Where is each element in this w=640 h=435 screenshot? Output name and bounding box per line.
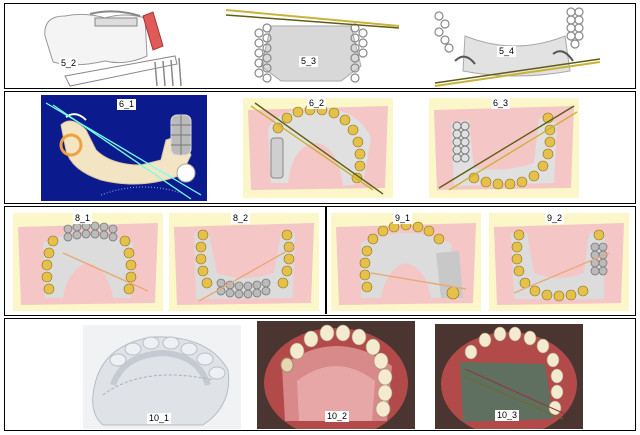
figure-6-1: 6_1 [41, 95, 207, 201]
row-3: 8_1 8_2 [4, 206, 636, 316]
figure-label-9-2: 9_2 [545, 213, 565, 224]
figure-5-3: 5_3 [221, 6, 401, 88]
figure-5-4: 5_4 [425, 6, 605, 88]
figure-5-2-drawing [44, 10, 182, 87]
figure-8-1: 8_1 [13, 213, 163, 311]
figure-label-10-2: 10_2 [325, 411, 350, 422]
figure-9-2: 9_2 [489, 213, 629, 311]
figure-9-2-drawing [494, 223, 624, 305]
figure-6-2: 6_2 [243, 98, 393, 198]
figure-6-2-drawing [248, 102, 388, 195]
figure-label-10-1: 10_1 [147, 413, 172, 424]
row-4: 10_1 10_2 10_3 [4, 318, 636, 431]
figure-label-5-4: 5_4 [497, 46, 517, 57]
row-3-divider [325, 207, 327, 314]
figure-label-8-2: 8_2 [231, 213, 251, 224]
row-1: 5_2 5_3 5_4 [4, 3, 636, 89]
figure-6-3: 6_3 [429, 98, 579, 198]
figure-10-1-drawing [83, 325, 241, 429]
figure-10-2-drawing [257, 321, 415, 429]
figure-9-1-drawing [336, 219, 476, 305]
figure-5-4-drawing [434, 7, 601, 87]
figure-label-6-1: 6_1 [117, 99, 137, 110]
figure-5-3-drawing [225, 9, 400, 83]
figure-6-3-drawing [434, 105, 578, 191]
figure-label-8-1: 8_1 [73, 213, 93, 224]
figure-8-1-drawing [18, 221, 158, 305]
figure-label-9-1: 9_1 [393, 213, 413, 224]
row-2: 6_1 6_2 6_3 [4, 91, 636, 204]
figure-8-2: 8_2 [169, 213, 319, 311]
figure-6-1-drawing [45, 102, 202, 200]
figure-8-2-drawing [174, 223, 314, 305]
figure-10-3: 10_3 [435, 324, 583, 429]
figure-label-6-2: 6_2 [307, 98, 327, 109]
figure-5-2: 5_2 [35, 6, 195, 88]
figure-9-1: 9_1 [331, 213, 481, 311]
figure-10-1: 10_1 [83, 325, 241, 429]
figure-10-3-drawing [435, 324, 583, 429]
figure-label-5-2: 5_2 [59, 58, 79, 69]
figure-label-5-3: 5_3 [299, 56, 319, 67]
figure-label-10-3: 10_3 [495, 410, 520, 421]
figure-label-6-3: 6_3 [491, 98, 511, 109]
figure-10-2: 10_2 [257, 321, 415, 429]
